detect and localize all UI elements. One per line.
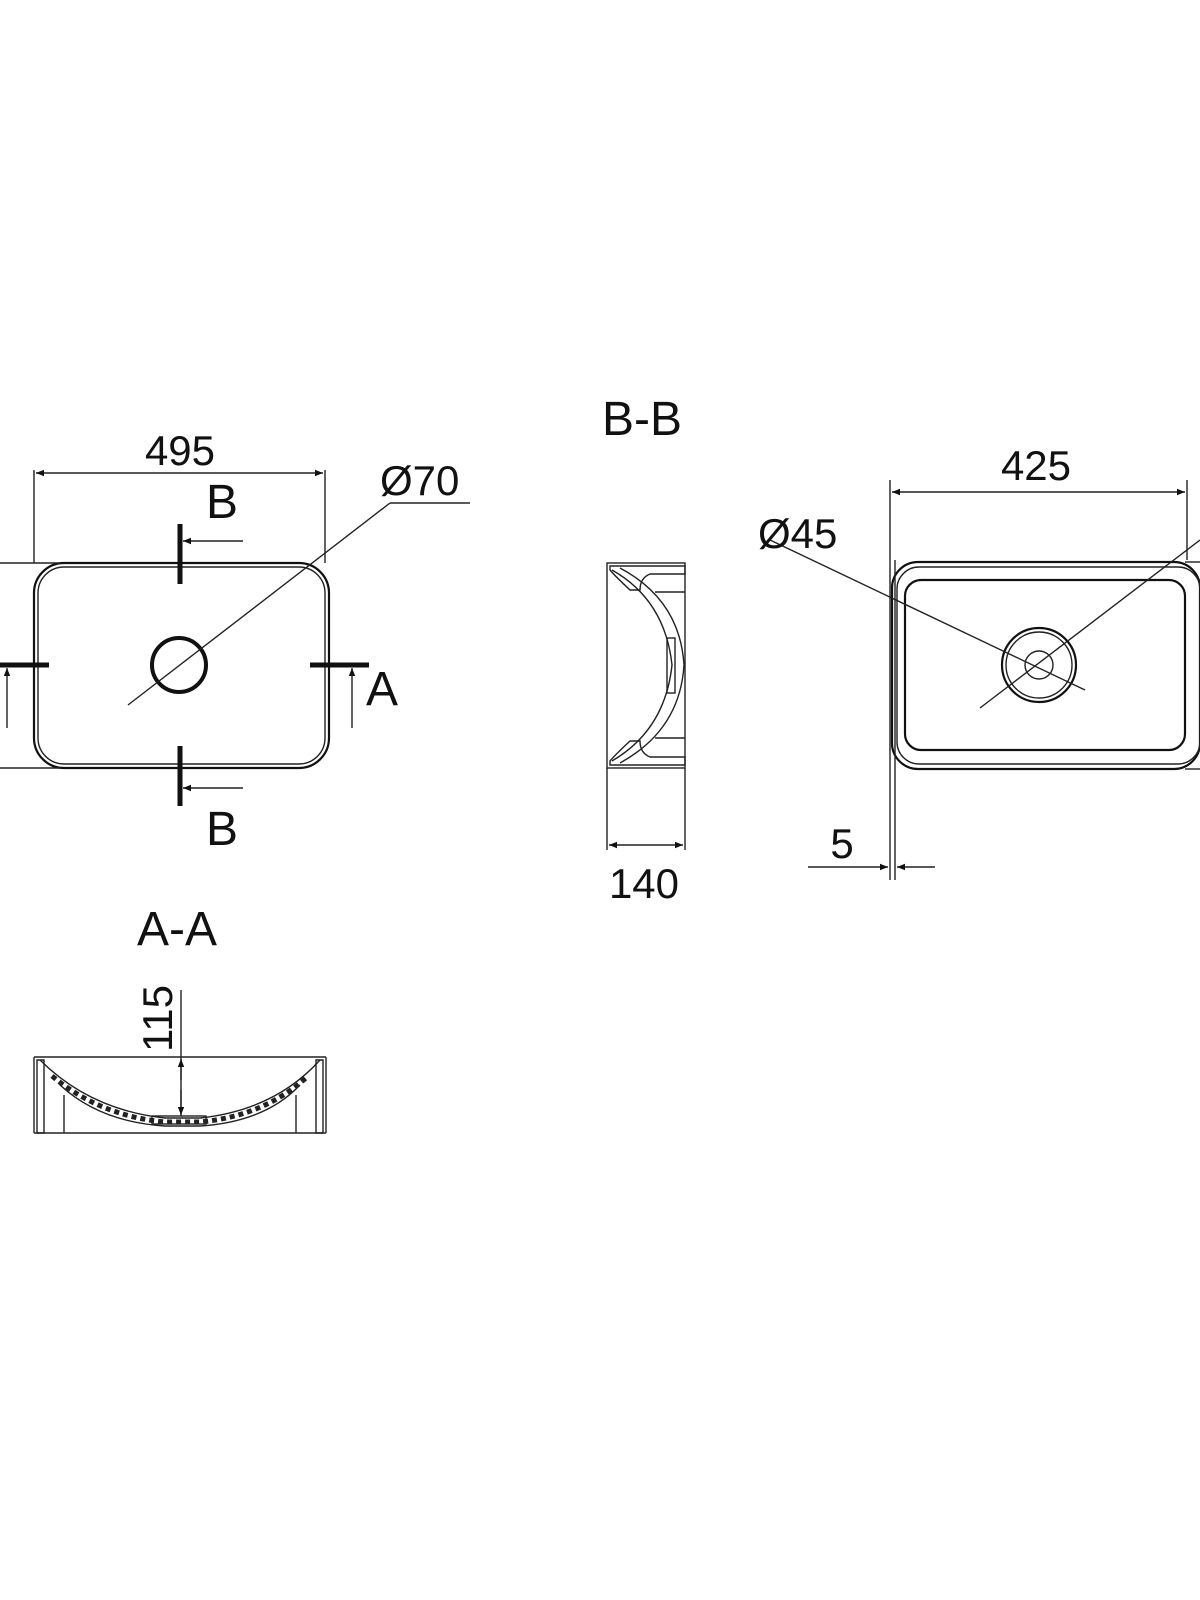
- section-bb-title: B-B: [602, 393, 682, 446]
- bottom-width-dimension: 425: [1001, 442, 1071, 489]
- section-a-right-label: A: [366, 663, 398, 716]
- bottom-view: 425 Ø45 5: [758, 442, 1200, 880]
- section-aa-title: A-A: [137, 903, 217, 956]
- section-bb-view: B-B 140: [602, 393, 686, 907]
- top-view: 495 Ø70 B B A: [0, 427, 470, 856]
- section-aa-view: A-A 115: [33, 903, 327, 1134]
- drain-hole: [150, 636, 208, 694]
- bottom-drain-inner: [1024, 650, 1054, 680]
- width-dimension: 495: [145, 427, 215, 474]
- basin-outline: [32, 561, 331, 770]
- section-aa-height-dimension: 115: [134, 985, 181, 1052]
- section-b-bottom-label: B: [206, 803, 238, 856]
- drain-leader: [127, 502, 391, 706]
- bottom-outline: [890, 560, 1200, 771]
- bottom-drain-diameter-dimension: Ø45: [758, 510, 837, 557]
- drain-diameter-dimension: Ø70: [380, 457, 459, 504]
- bottom-drain-outer: [1000, 626, 1078, 704]
- section-bb-depth-dimension: 140: [609, 860, 679, 907]
- section-bb-outline: [606, 562, 686, 769]
- wall-thickness-dimension: 5: [830, 820, 853, 867]
- section-b-top-label: B: [206, 476, 238, 529]
